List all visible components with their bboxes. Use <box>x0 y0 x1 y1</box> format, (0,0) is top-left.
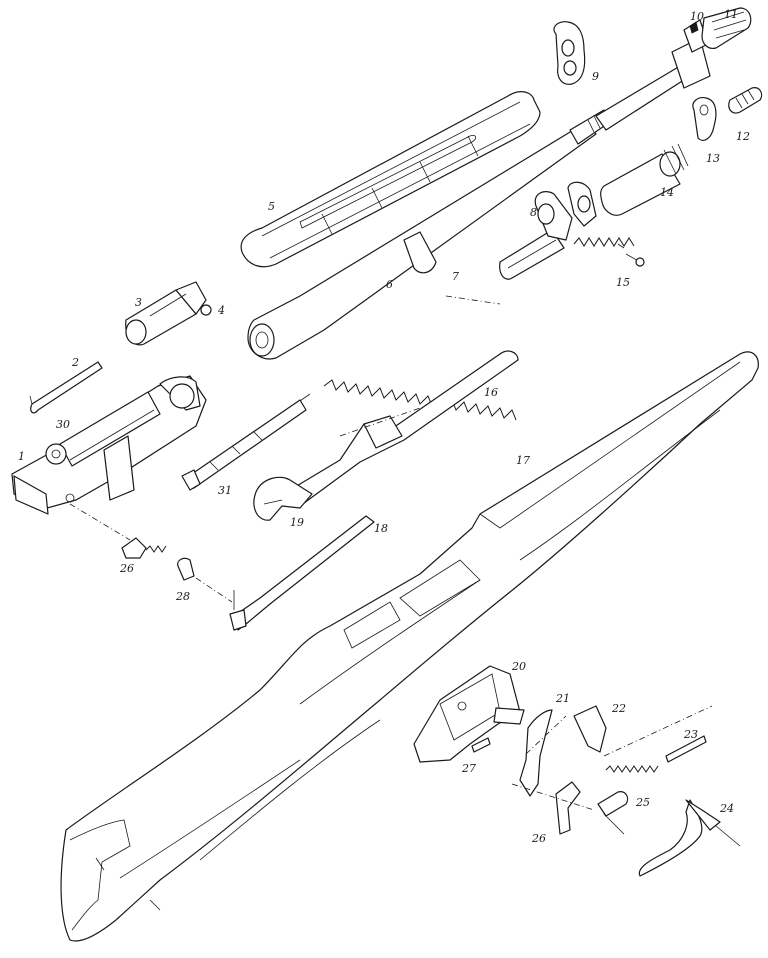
callout-26-upper: 26 <box>119 562 134 575</box>
part-sear <box>573 705 607 753</box>
callout-labels: 1 2 3 4 5 6 7 8 9 10 11 12 13 14 15 16 1… <box>18 8 750 845</box>
callout-12: 12 <box>736 130 750 143</box>
callout-9: 9 <box>592 70 599 83</box>
callout-6: 6 <box>386 278 393 291</box>
part-spring-25 <box>597 765 659 835</box>
part-hammer <box>519 709 553 797</box>
part-follower-rod <box>181 399 307 491</box>
callout-27: 27 <box>461 762 476 775</box>
part-receiver <box>11 375 207 515</box>
part-pin-27 <box>471 737 491 753</box>
callout-8: 8 <box>530 206 537 219</box>
callout-5: 5 <box>268 200 275 213</box>
callout-22: 22 <box>611 702 626 715</box>
part-gas-lock <box>553 21 586 85</box>
part-trigger <box>555 781 581 835</box>
part-rod-18 <box>195 515 375 631</box>
part-gas-plug <box>728 87 763 114</box>
part-piston <box>600 143 689 216</box>
alignment-line <box>511 783 595 811</box>
callout-17: 17 <box>516 454 530 467</box>
part-firing-pin <box>29 361 103 414</box>
callout-24: 24 <box>719 802 734 815</box>
callout-11: 11 <box>724 8 738 21</box>
part-trigger-guard <box>638 799 741 877</box>
part-operating-rod <box>253 350 519 521</box>
part-ejector <box>177 557 195 581</box>
part-pin-23 <box>603 705 713 763</box>
part-lock-screw <box>692 97 717 141</box>
callout-21: 21 <box>555 692 570 705</box>
callout-13: 13 <box>706 152 720 165</box>
callout-7: 7 <box>452 270 459 283</box>
callout-26-lower: 26 <box>531 832 546 845</box>
callout-31: 31 <box>218 484 232 497</box>
callout-23: 23 <box>683 728 698 741</box>
callout-1: 1 <box>18 450 25 463</box>
part-barrel <box>247 37 711 360</box>
part-bolt <box>125 281 212 346</box>
callout-4: 4 <box>217 304 225 317</box>
part-clip-latch <box>69 503 167 559</box>
callout-16: 16 <box>484 386 498 399</box>
callout-15: 15 <box>616 276 630 289</box>
alignment-line <box>525 715 567 755</box>
part-handguard <box>240 91 541 268</box>
part-trigger-housing <box>413 665 525 763</box>
callout-14: 14 <box>660 186 674 199</box>
part-flash-hider <box>701 7 752 49</box>
callout-25: 25 <box>635 796 650 809</box>
callout-3: 3 <box>135 296 142 309</box>
callout-18: 18 <box>374 522 388 535</box>
callout-28: 28 <box>175 590 190 603</box>
callout-20: 20 <box>511 660 526 673</box>
callout-2: 2 <box>71 356 79 369</box>
part-rear-sight <box>499 181 645 280</box>
part-stock <box>60 351 759 942</box>
callout-19: 19 <box>290 516 304 529</box>
callout-30: 30 <box>56 418 70 431</box>
callout-10: 10 <box>690 10 704 23</box>
